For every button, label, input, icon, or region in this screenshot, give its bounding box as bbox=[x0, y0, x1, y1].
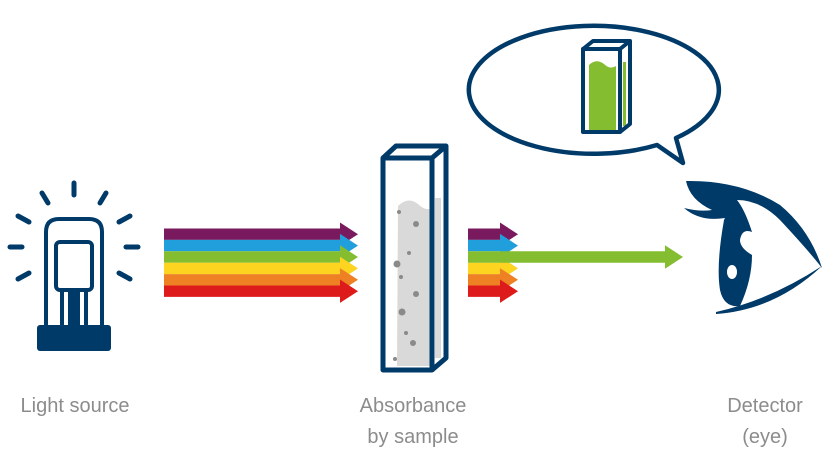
detector-label-line2: (eye) bbox=[742, 426, 788, 448]
sample-cuvette-icon bbox=[380, 143, 449, 373]
detector-label-line1: Detector bbox=[727, 395, 803, 417]
purple-light-arrow bbox=[164, 222, 358, 246]
light-bulb-icon bbox=[7, 180, 141, 351]
green-cuvette-icon bbox=[581, 39, 632, 134]
absorbance-label: Absorbance by sample bbox=[333, 391, 493, 453]
green-light-arrow bbox=[164, 245, 358, 269]
incident-light-arrows bbox=[164, 222, 358, 303]
absorbance-label-line1: Absorbance bbox=[359, 395, 467, 417]
yellow-light-arrow bbox=[164, 256, 358, 281]
red-transmitted-arrow bbox=[468, 279, 518, 303]
eye-icon bbox=[684, 180, 822, 314]
absorbance-label-line2: by sample bbox=[367, 426, 459, 448]
sample-particles bbox=[393, 210, 419, 361]
red-light-arrow bbox=[164, 279, 358, 303]
light-source-label: Light source bbox=[20, 395, 130, 417]
transmitted-light-arrows bbox=[468, 222, 683, 303]
green-transmitted-arrow bbox=[468, 245, 683, 269]
detector-label: Detector (eye) bbox=[695, 391, 829, 453]
thought-bubble bbox=[466, 23, 721, 166]
orange-light-arrow bbox=[164, 268, 358, 292]
blue-light-arrow bbox=[164, 233, 358, 258]
